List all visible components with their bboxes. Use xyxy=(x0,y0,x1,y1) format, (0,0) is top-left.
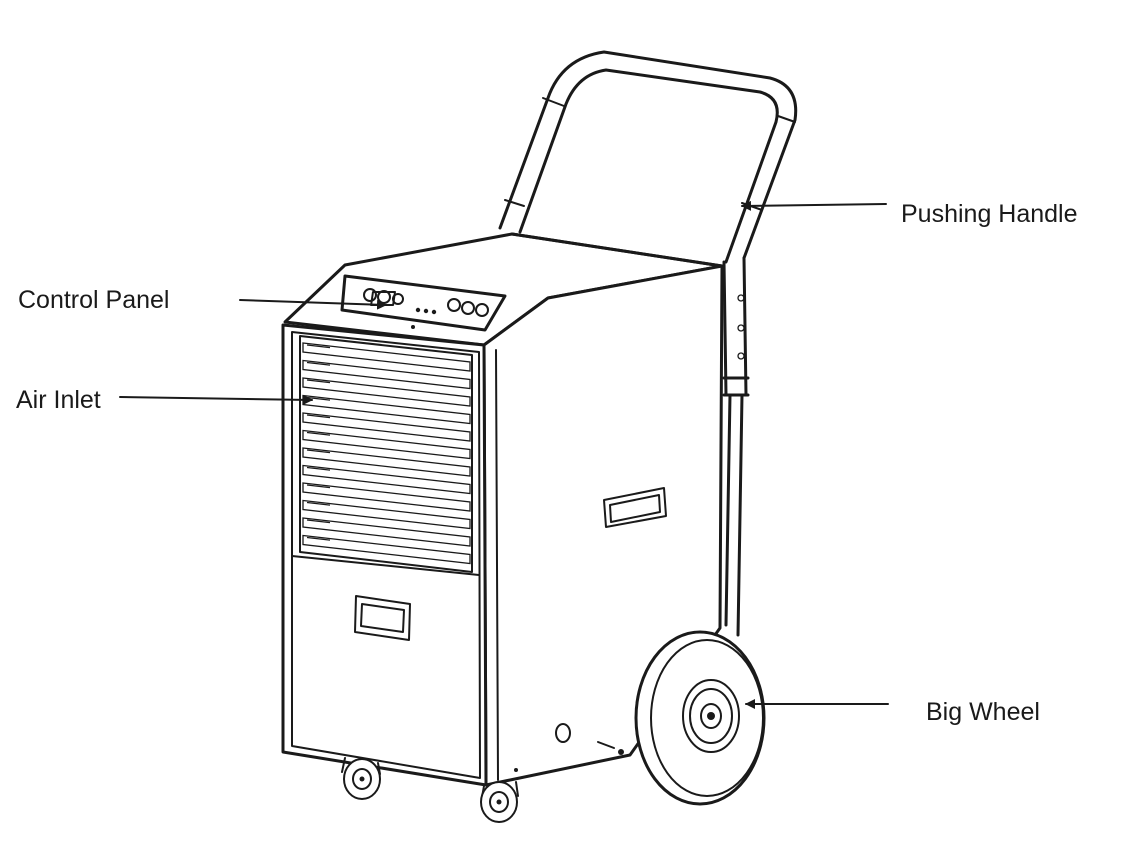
louver-tab xyxy=(306,449,331,454)
louver-slat xyxy=(302,412,471,442)
louver-slat xyxy=(302,359,471,390)
leader-lines xyxy=(119,200,889,709)
louver-tab xyxy=(306,361,331,366)
air-inlet-grille xyxy=(299,335,473,573)
louver-slat xyxy=(302,342,471,372)
control-panel-leader xyxy=(239,299,387,310)
air-inlet-label: Air Inlet xyxy=(16,386,101,414)
louver-tab xyxy=(306,344,331,349)
control-panel-label: Control Panel xyxy=(18,286,170,314)
louver-tab xyxy=(306,536,331,541)
louver-tab xyxy=(306,379,331,384)
louver-slat xyxy=(302,534,471,565)
louver-tab xyxy=(306,414,331,419)
drain-port xyxy=(514,723,624,772)
caster-left xyxy=(341,757,381,800)
big-wheel xyxy=(634,630,766,806)
pushing-handle-leader xyxy=(741,200,887,211)
louver-slat xyxy=(302,499,471,530)
louver-slat xyxy=(302,447,471,477)
louver-slat xyxy=(302,429,471,460)
louver-tab xyxy=(306,484,331,489)
louver-slat xyxy=(302,517,471,547)
control-panel xyxy=(340,274,507,332)
pushing-handle-label: Pushing Handle xyxy=(901,200,1078,228)
caster-right xyxy=(480,781,519,823)
louver-tab xyxy=(306,431,331,436)
louver-slat xyxy=(302,464,471,495)
tank-handle xyxy=(354,595,411,641)
louver-tab xyxy=(306,501,331,506)
louver-slat xyxy=(302,482,471,512)
air-inlet-leader xyxy=(119,394,313,405)
louver-tab xyxy=(306,466,331,471)
louver-tab xyxy=(306,519,331,524)
big-wheel-label: Big Wheel xyxy=(926,698,1040,726)
louver-slat xyxy=(302,377,471,407)
front-panel xyxy=(281,323,488,787)
side-carry-handle xyxy=(603,487,667,528)
